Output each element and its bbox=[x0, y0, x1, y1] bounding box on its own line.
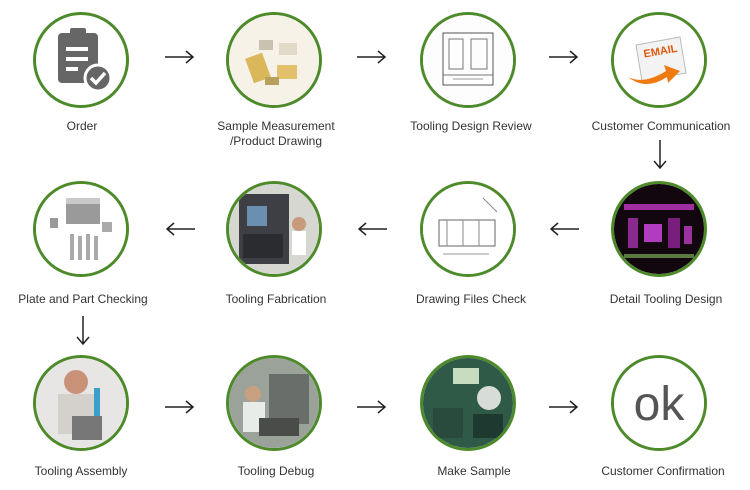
blueprint-photo bbox=[423, 184, 513, 274]
step-label-sample-measurement: Sample Measurement /Product Drawing bbox=[217, 119, 335, 148]
debug-photo bbox=[229, 358, 319, 448]
arrow-right-icon bbox=[165, 50, 195, 64]
step-label-customer-confirmation: Customer Confirmation bbox=[601, 464, 725, 478]
ok-label: ok bbox=[634, 378, 686, 431]
parts-photo bbox=[229, 15, 319, 105]
tooling-assembly-photo-circle bbox=[33, 355, 129, 451]
step-label-tooling-fabrication: Tooling Fabrication bbox=[225, 292, 327, 306]
assembly-photo bbox=[36, 358, 126, 448]
arrow-left-icon bbox=[357, 222, 387, 236]
plates-photo bbox=[36, 184, 126, 274]
tooling-fabrication-photo-circle bbox=[226, 181, 322, 277]
step-label-drawing-files-check: Drawing Files Check bbox=[415, 292, 527, 306]
step-label-detail-tooling-design: Detail Tooling Design bbox=[609, 292, 723, 306]
machine-photo bbox=[229, 184, 319, 274]
step-label-order: Order bbox=[66, 119, 98, 133]
sample-measurement-photo-circle bbox=[226, 12, 322, 108]
ok-text: ok bbox=[614, 358, 704, 448]
make-sample-photo-circle bbox=[420, 355, 516, 451]
customer-confirmation-circle: ok bbox=[611, 355, 707, 451]
arrow-right-icon bbox=[549, 400, 579, 414]
step-label-make-sample: Make Sample bbox=[437, 464, 511, 478]
step-label-tooling-assembly: Tooling Assembly bbox=[34, 464, 128, 478]
arrow-down-icon bbox=[76, 316, 90, 346]
customer-communication-circle: EMAIL bbox=[611, 12, 707, 108]
email-text: EMAIL bbox=[643, 43, 679, 61]
arrow-right-icon bbox=[357, 400, 387, 414]
step-label-design-review: Tooling Design Review bbox=[410, 119, 532, 133]
sample-photo bbox=[423, 358, 513, 448]
arrow-left-icon bbox=[165, 222, 195, 236]
drawing-files-check-photo-circle bbox=[420, 181, 516, 277]
arrow-down-icon bbox=[653, 140, 667, 170]
arrow-right-icon bbox=[165, 400, 195, 414]
step-label-customer-communication: Customer Communication bbox=[591, 119, 731, 133]
tooling-debug-photo-circle bbox=[226, 355, 322, 451]
drawing-photo bbox=[423, 15, 513, 105]
step-label-plate-checking: Plate and Part Checking bbox=[18, 292, 148, 306]
step-label-tooling-debug: Tooling Debug bbox=[237, 464, 315, 478]
arrow-right-icon bbox=[549, 50, 579, 64]
design-review-photo-circle bbox=[420, 12, 516, 108]
email-icon: EMAIL bbox=[614, 15, 704, 105]
arrow-right-icon bbox=[357, 50, 387, 64]
cad-screen-photo bbox=[614, 184, 704, 274]
plate-checking-photo-circle bbox=[33, 181, 129, 277]
detail-tooling-design-photo-circle bbox=[611, 181, 707, 277]
arrow-left-icon bbox=[549, 222, 579, 236]
clipboard-check-icon bbox=[58, 28, 113, 93]
order-icon-circle bbox=[33, 12, 129, 108]
